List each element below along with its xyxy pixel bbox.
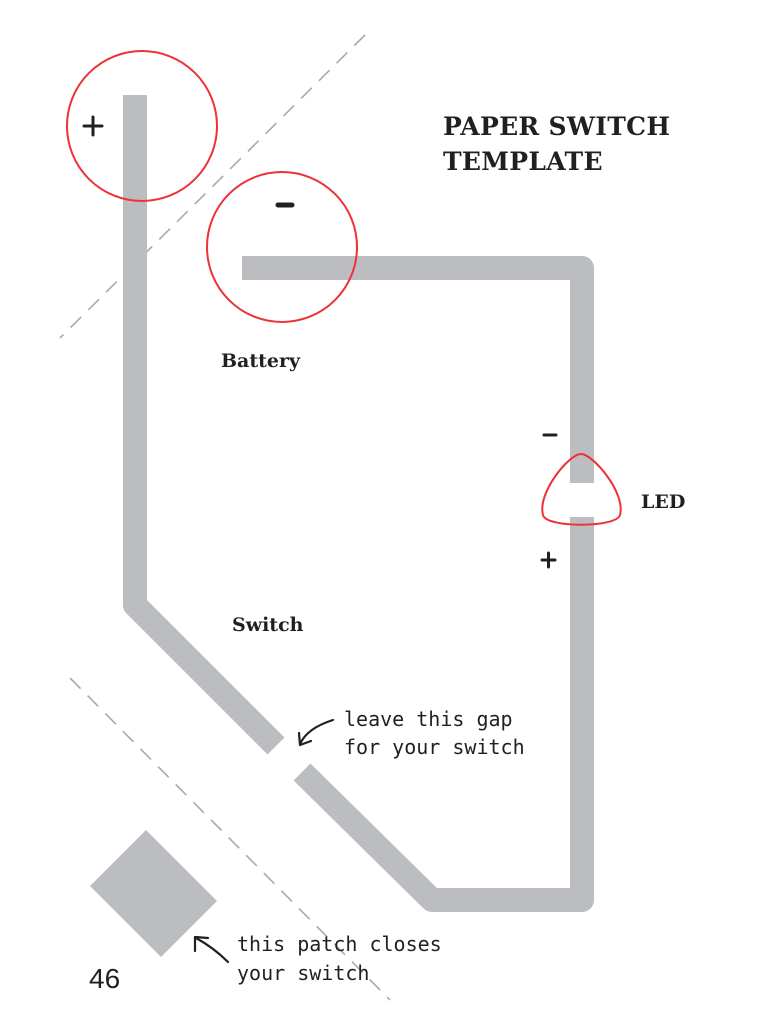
positive-trace bbox=[123, 95, 285, 755]
title-line-1: PAPER SWITCH bbox=[443, 112, 670, 141]
battery-positive-marker bbox=[66, 50, 218, 202]
page-number: 46 bbox=[89, 963, 120, 994]
gap-note-line-2: for your switch bbox=[344, 735, 525, 759]
plus-sign-battery bbox=[82, 115, 104, 137]
gap-arrow-icon bbox=[297, 718, 335, 747]
led-label: LED bbox=[641, 491, 685, 513]
battery-label: Battery bbox=[221, 350, 301, 372]
negative-trace bbox=[242, 256, 594, 483]
title-line-2: TEMPLATE bbox=[443, 147, 603, 176]
patch-note-line-1: this patch closes bbox=[237, 932, 442, 956]
return-trace bbox=[293, 517, 594, 912]
led-marker bbox=[541, 452, 622, 526]
fold-line-bottom bbox=[69, 677, 391, 1001]
patch-note-line-2: your switch bbox=[237, 961, 369, 985]
gap-note-line-1: leave this gap bbox=[344, 707, 513, 731]
battery-negative-marker bbox=[206, 171, 358, 323]
fold-line-top bbox=[59, 34, 366, 339]
plus-sign-led bbox=[540, 551, 557, 569]
switch-patch bbox=[90, 830, 217, 957]
patch-arrow-icon bbox=[193, 935, 230, 964]
switch-label: Switch bbox=[232, 614, 304, 636]
